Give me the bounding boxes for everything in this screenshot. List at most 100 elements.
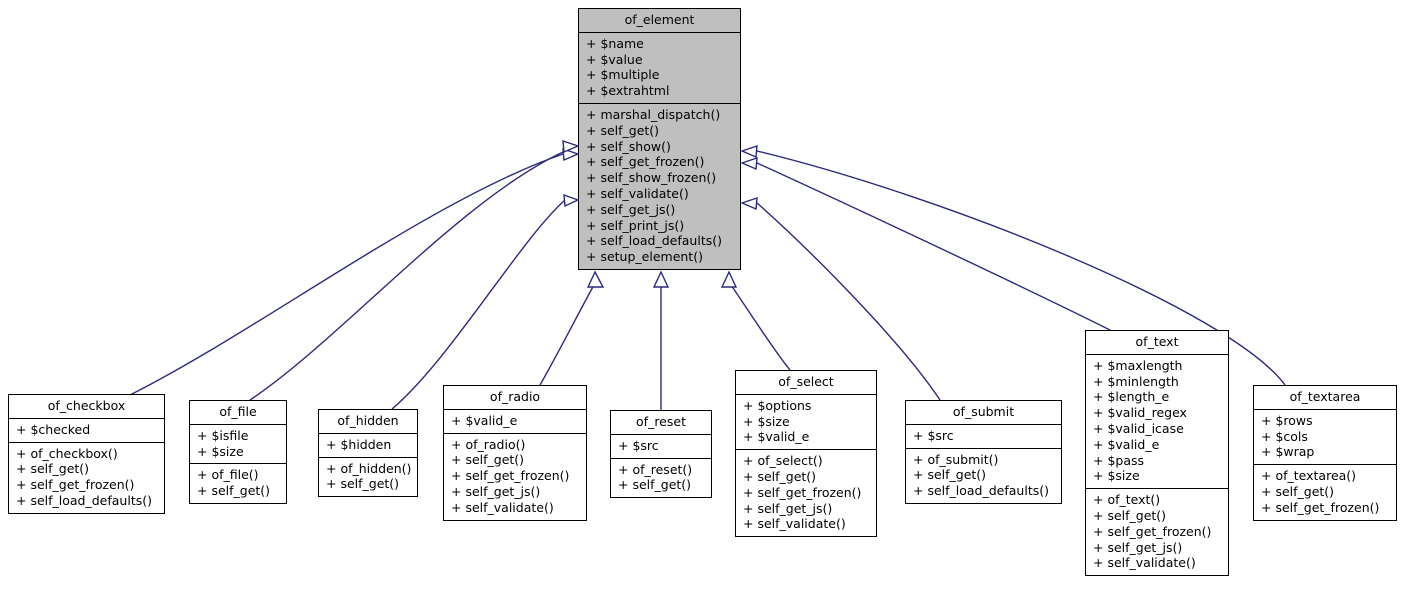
class-methods-of_text: + of_text() + self_get() + self_get_froz… xyxy=(1086,489,1228,575)
method-row: + of_select() xyxy=(743,453,823,469)
attribute-row: + $minlength xyxy=(1093,373,1179,389)
method-row: + self_get() xyxy=(451,452,525,468)
arrowhead-of_text xyxy=(740,156,758,171)
class-attributes-of_submit: + $src xyxy=(906,425,1061,449)
class-methods-of_select: + of_select() + self_get() + self_get_fr… xyxy=(736,450,876,536)
class-box-of_radio[interactable]: of_radio + $valid_e + of_radio() + self_… xyxy=(443,385,587,521)
edge-of_text xyxy=(756,162,1111,331)
attribute-row: + $valid_e xyxy=(1093,436,1160,452)
class-box-of_element[interactable]: of_element + $name + $value + $multiple … xyxy=(578,8,741,270)
class-box-of_select[interactable]: of_select + $options + $size + $valid_e … xyxy=(735,370,877,538)
class-methods-of_hidden: + of_hidden() + self_get() xyxy=(319,458,417,497)
method-row: + self_get_js() xyxy=(451,483,541,499)
class-methods-of_element: + marshal_dispatch() + self_get() + self… xyxy=(579,104,740,269)
method-row: + self_load_defaults() xyxy=(586,233,722,249)
class-methods-of_file: + of_file() + self_get() xyxy=(190,464,286,503)
method-row: + of_submit() xyxy=(913,451,999,467)
class-attributes-of_checkbox: + $checked xyxy=(9,419,164,443)
edge-of_checkbox xyxy=(127,153,564,397)
class-box-of_hidden[interactable]: of_hidden + $hidden + of_hidden() + self… xyxy=(318,409,418,498)
class-box-of_file[interactable]: of_file + $isfile + $size + of_file() + … xyxy=(189,400,287,504)
class-methods-of_reset: + of_reset() + self_get() xyxy=(611,459,711,498)
method-row: + self_get_frozen() xyxy=(1093,523,1212,539)
method-row: + self_get_js() xyxy=(743,500,833,516)
class-title-of_radio: of_radio xyxy=(444,386,586,410)
method-row: + self_get() xyxy=(618,477,692,493)
class-box-of_text[interactable]: of_text + $maxlength + $minlength + $len… xyxy=(1085,330,1229,577)
method-row: + self_get() xyxy=(743,468,817,484)
arrowhead-of_select xyxy=(720,270,738,288)
method-row: + of_file() xyxy=(197,467,259,483)
edge-of_file xyxy=(249,151,564,401)
attribute-row: + $valid_e xyxy=(743,429,810,445)
class-attributes-of_text: + $maxlength + $minlength + $length_e + … xyxy=(1086,355,1228,490)
attribute-row: + $length_e xyxy=(1093,389,1170,405)
arrowhead-of_reset xyxy=(652,270,670,288)
method-row: + of_radio() xyxy=(451,436,526,452)
attribute-row: + $wrap xyxy=(1261,444,1315,460)
attribute-row: + $valid_icase xyxy=(1093,420,1184,436)
class-title-of_checkbox: of_checkbox xyxy=(9,395,164,419)
class-attributes-of_hidden: + $hidden xyxy=(319,434,417,458)
class-attributes-of_reset: + $src xyxy=(611,435,711,459)
attribute-row: + $valid_regex xyxy=(1093,405,1187,421)
method-row: + self_get_js() xyxy=(1093,539,1183,555)
attribute-row: + $options xyxy=(743,397,812,413)
class-title-of_submit: of_submit xyxy=(906,401,1061,425)
class-title-of_select: of_select xyxy=(736,371,876,395)
method-row: + self_validate() xyxy=(1093,555,1196,571)
attribute-row: + $size xyxy=(197,443,244,459)
method-row: + of_textarea() xyxy=(1261,468,1357,484)
class-methods-of_radio: + of_radio() + self_get() + self_get_fro… xyxy=(444,434,586,520)
method-row: + self_get() xyxy=(913,467,987,483)
attribute-row: + $src xyxy=(913,427,954,443)
method-row: + setup_element() xyxy=(586,249,703,265)
class-box-of_submit[interactable]: of_submit + $src + of_submit() + self_ge… xyxy=(905,400,1062,504)
arrowhead-of_submit xyxy=(740,196,758,211)
method-row: + self_validate() xyxy=(451,499,554,515)
class-box-of_textarea[interactable]: of_textarea + $rows + $cols + $wrap + of… xyxy=(1253,385,1397,521)
method-row: + self_get() xyxy=(197,483,271,499)
class-box-of_reset[interactable]: of_reset + $src + of_reset() + self_get(… xyxy=(610,410,712,499)
attribute-row: + $name xyxy=(586,35,644,51)
method-row: + self_get_frozen() xyxy=(586,154,705,170)
class-box-of_checkbox[interactable]: of_checkbox + $checked + of_checkbox() +… xyxy=(8,394,165,514)
attribute-row: + $checked xyxy=(16,421,91,437)
method-row: + self_get() xyxy=(1093,507,1167,523)
attribute-row: + $value xyxy=(586,51,643,67)
method-row: + marshal_dispatch() xyxy=(586,106,721,122)
edge-of_select xyxy=(730,284,791,371)
class-methods-of_textarea: + of_textarea() + self_get() + self_get_… xyxy=(1254,465,1396,519)
attribute-row: + $isfile xyxy=(197,427,249,443)
class-attributes-of_element: + $name + $value + $multiple + $extrahtm… xyxy=(579,33,740,104)
method-row: + self_get() xyxy=(326,476,400,492)
method-row: + self_get_frozen() xyxy=(16,477,135,493)
method-row: + self_load_defaults() xyxy=(16,492,152,508)
attribute-row: + $cols xyxy=(1261,428,1308,444)
class-title-of_text: of_text xyxy=(1086,331,1228,355)
class-title-of_element: of_element xyxy=(579,9,740,33)
method-row: + self_print_js() xyxy=(586,217,685,233)
class-attributes-of_textarea: + $rows + $cols + $wrap xyxy=(1254,410,1396,466)
method-row: + of_text() xyxy=(1093,492,1161,508)
class-title-of_file: of_file xyxy=(190,401,286,425)
class-methods-of_checkbox: + of_checkbox() + self_get() + self_get_… xyxy=(9,443,164,513)
edge-of_hidden xyxy=(391,199,566,410)
method-row: + self_get_frozen() xyxy=(743,484,862,500)
arrowhead-of_hidden xyxy=(563,193,580,208)
method-row: + self_get_frozen() xyxy=(451,468,570,484)
method-row: + self_load_defaults() xyxy=(913,483,1049,499)
method-row: + of_hidden() xyxy=(326,460,412,476)
arrowhead-of_checkbox xyxy=(562,147,580,162)
attribute-row: + $size xyxy=(743,413,790,429)
method-row: + self_get() xyxy=(586,122,660,138)
class-attributes-of_select: + $options + $size + $valid_e xyxy=(736,395,876,451)
attribute-row: + $extrahtml xyxy=(586,83,670,99)
method-row: + self_validate() xyxy=(743,516,846,532)
method-row: + self_get() xyxy=(16,461,90,477)
edge-of_radio xyxy=(539,284,595,386)
attribute-row: + $pass xyxy=(1093,452,1145,468)
class-title-of_reset: of_reset xyxy=(611,411,711,435)
arrowhead-of_file xyxy=(562,139,580,154)
